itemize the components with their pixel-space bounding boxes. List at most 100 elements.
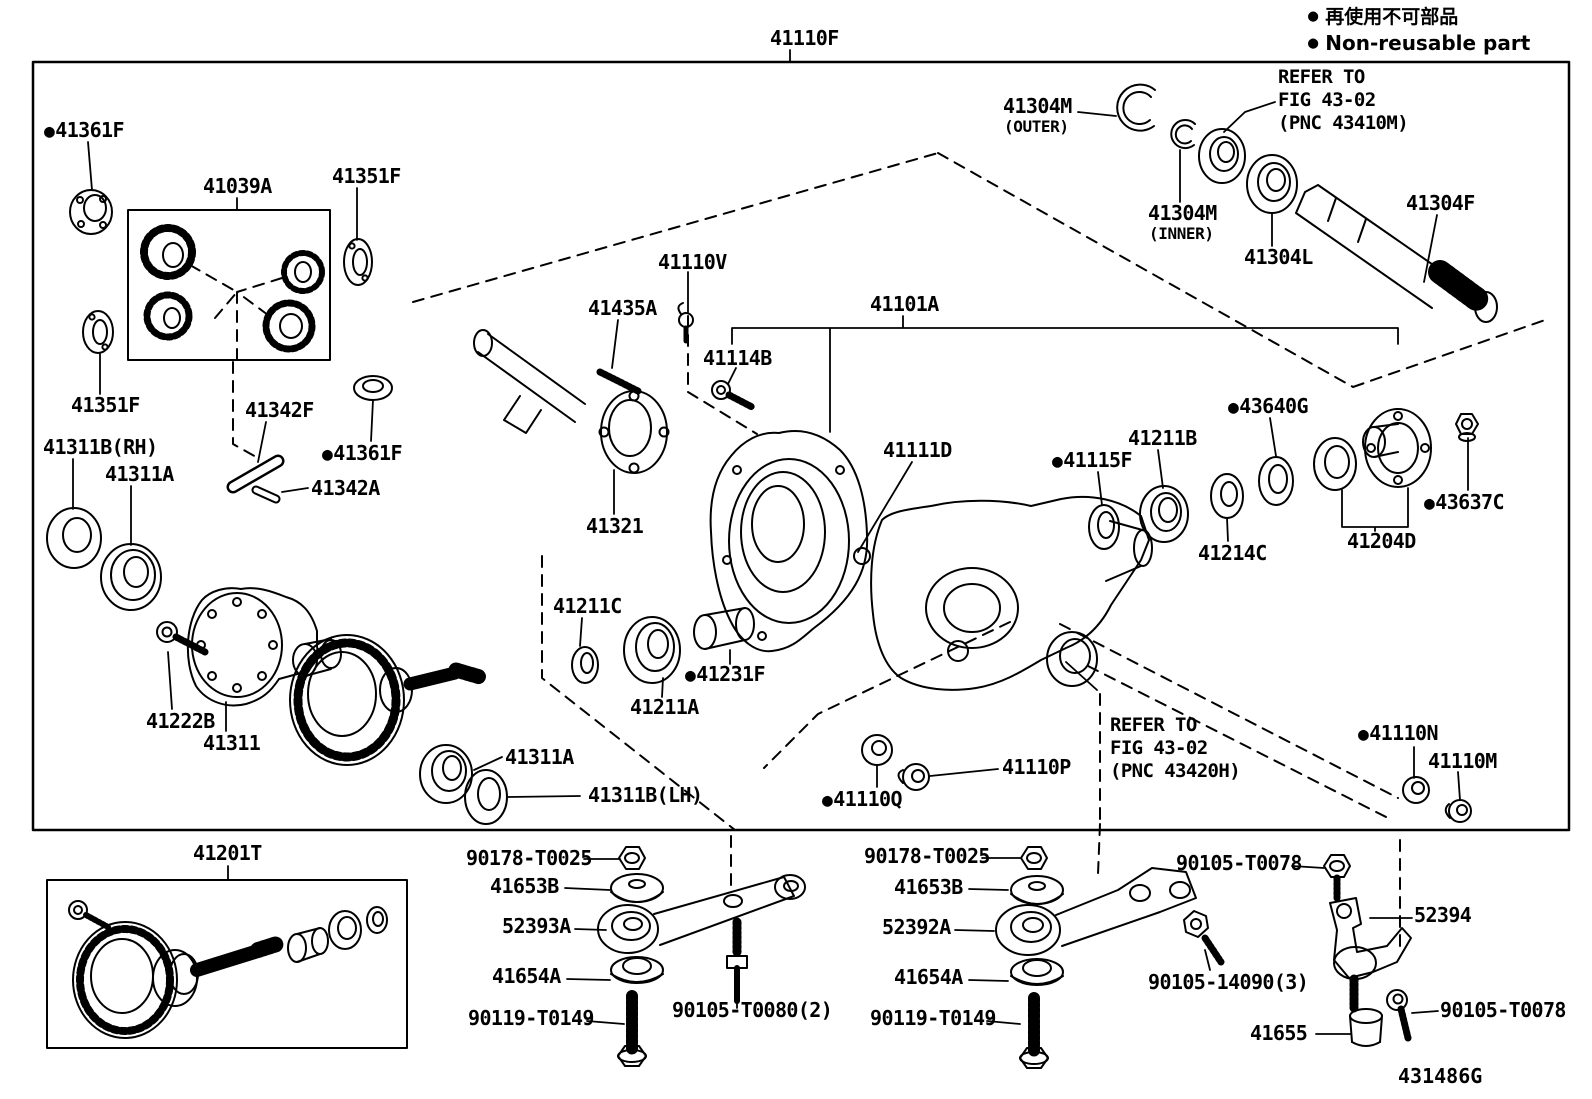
non-reusable-bullet-icon: ● bbox=[1052, 451, 1063, 472]
main-assembly-box bbox=[31, 60, 1571, 832]
legend-row-en: ● Non-reusable part bbox=[1308, 29, 1530, 56]
part-label-41311a: 41311A bbox=[105, 464, 174, 484]
part-label-41655: 41655 bbox=[1250, 1021, 1308, 1045]
part-label-41311b(lh): 41311B(LH) bbox=[588, 785, 703, 805]
bolt-41114b bbox=[711, 380, 756, 411]
part-number-text: 41110P bbox=[1002, 755, 1071, 779]
nut-90178-t0025-left bbox=[618, 846, 646, 870]
nut-41110n bbox=[1402, 776, 1430, 804]
diff-gear-kit-box-41039a bbox=[127, 209, 331, 361]
part-number-text: (OUTER) bbox=[1004, 117, 1069, 136]
non-reusable-bullet-icon: ● bbox=[822, 790, 833, 811]
part-number-text: 90178-T0025 bbox=[466, 846, 592, 870]
note-line: FIG 43-02 bbox=[1278, 89, 1376, 111]
part-number-text: 52392A bbox=[882, 915, 951, 939]
note-line: (PNC 43420H) bbox=[1110, 760, 1241, 782]
part-number-text: 90105-14090(3) bbox=[1148, 970, 1309, 994]
part-number-text: (INNER) bbox=[1149, 224, 1214, 243]
part-number-text: 41101A bbox=[870, 292, 939, 316]
part-label-41110p: 41110P bbox=[1002, 757, 1071, 777]
bearing-41211a bbox=[623, 616, 681, 684]
part-number-text: 41231F bbox=[696, 662, 765, 686]
part-number-text: 41201T bbox=[193, 841, 262, 865]
part-number-text: 90105-T0080(2) bbox=[672, 998, 833, 1022]
part-number-text: 90119-T0149 bbox=[870, 1006, 996, 1030]
pin-41342f bbox=[226, 454, 285, 494]
bolt-90105-t0078-upper bbox=[1323, 854, 1351, 902]
part-number-text: 90119-T0149 bbox=[468, 1006, 594, 1030]
part-number-text: 41110Q bbox=[833, 787, 902, 811]
gear-set-box-41201t bbox=[46, 879, 408, 1049]
non-reusable-bullet-icon: ● bbox=[1228, 397, 1239, 418]
part-number-text: 41110V bbox=[658, 250, 727, 274]
part-label-41110q: ●41110Q bbox=[822, 787, 903, 811]
part-number-text: 41361F bbox=[55, 118, 124, 142]
part-label-90119-t0149: 90119-T0149 bbox=[870, 1008, 996, 1028]
part-label-90105-t0080(2): 90105-T0080(2) bbox=[672, 998, 833, 1022]
seal-41115f bbox=[1088, 504, 1120, 550]
spacer-41231f bbox=[693, 607, 755, 650]
part-label-41311a: 41311A bbox=[505, 747, 574, 767]
part-label-41204d: 41204D bbox=[1347, 531, 1416, 551]
washer-41361f-left bbox=[69, 189, 113, 235]
part-label-41211a: 41211A bbox=[630, 697, 699, 717]
note-line: (PNC 43410M) bbox=[1278, 112, 1409, 134]
retainer-41655 bbox=[1349, 1008, 1383, 1047]
part-number-text: 41655 bbox=[1250, 1021, 1308, 1045]
part-label-90105-t0078: 90105-T0078 bbox=[1176, 853, 1302, 873]
part-number-text: 41039A bbox=[203, 174, 272, 198]
non-reusable-bullet-icon: ● bbox=[1308, 32, 1319, 53]
part-label-41653b: 41653B bbox=[490, 876, 559, 896]
part-label-41110v: 41110V bbox=[658, 252, 727, 272]
side-gear-shaft-41204d bbox=[1362, 408, 1432, 488]
part-number-text: 41653B bbox=[894, 875, 963, 899]
leader-lines bbox=[72, 49, 1469, 1035]
part-number-text: 41653B bbox=[490, 874, 559, 898]
part-label-41110n: ●41110N bbox=[1358, 723, 1439, 744]
note-line: FIG 43-02 bbox=[1110, 737, 1208, 759]
part-label-41304f: 41304F bbox=[1406, 193, 1475, 213]
part-number-text: 41342A bbox=[311, 476, 380, 500]
part-label-41361f: ●41361F bbox=[44, 118, 125, 142]
part-label-41101a: 41101A bbox=[870, 294, 939, 314]
note-line: REFER TO bbox=[1278, 66, 1365, 88]
stud-41435a bbox=[596, 368, 642, 395]
part-number-text: 41351F bbox=[332, 164, 401, 188]
bolt-90119-t0149-right bbox=[1019, 992, 1049, 1069]
bolt-90105-t0080 bbox=[726, 917, 748, 1004]
output-shaft-41304f bbox=[1295, 184, 1498, 323]
ring-43640g bbox=[1258, 456, 1294, 506]
non-reusable-bullet-icon: ● bbox=[685, 665, 696, 686]
tube-assembly-41321 bbox=[473, 329, 670, 474]
snap-ring-41304m-outer bbox=[1116, 83, 1156, 132]
part-number-text: 41311A bbox=[105, 462, 174, 486]
nut-90178-t0025-right bbox=[1020, 846, 1048, 870]
part-label-41351f: 41351F bbox=[71, 395, 140, 415]
bearing-43410m bbox=[1198, 128, 1246, 184]
part-label-41115f: ●41115F bbox=[1052, 448, 1133, 472]
legend: ● 再使用不可部品 ● Non-reusable part bbox=[1308, 2, 1530, 56]
differential-carrier-41111d bbox=[853, 495, 1153, 691]
cushion-41653b-left bbox=[610, 873, 664, 903]
part-number-text: 41304F bbox=[1406, 191, 1475, 215]
part-label-43640g: ●43640G bbox=[1228, 396, 1309, 418]
part-number-text: 41311B(RH) bbox=[43, 435, 158, 459]
part-number-text: 90105-T0078 bbox=[1176, 851, 1302, 875]
part-label-41304m: 41304M bbox=[1148, 203, 1217, 223]
breather-plug-41110v bbox=[677, 302, 694, 344]
knuckle-52394 bbox=[1329, 897, 1412, 1013]
part-label-52392a: 52392A bbox=[882, 917, 951, 937]
part-number-text: 41311 bbox=[203, 731, 261, 755]
part-number-text: 41115F bbox=[1063, 448, 1132, 472]
retainer-41654a-right bbox=[1010, 958, 1064, 986]
shim-41351f-left bbox=[82, 310, 114, 354]
part-label-41039a: 41039A bbox=[203, 176, 272, 196]
arm-52392a bbox=[995, 867, 1197, 956]
part-number-text: 41435A bbox=[588, 296, 657, 320]
part-number-text: 41342F bbox=[245, 398, 314, 422]
part-number-text: 90105-T0078 bbox=[1440, 998, 1566, 1022]
part-number-text: 52393A bbox=[502, 914, 571, 938]
retainer-41654a-left bbox=[610, 956, 664, 984]
part-label-41342f: 41342F bbox=[245, 400, 314, 420]
bolt-90119-t0149-left bbox=[617, 990, 647, 1067]
